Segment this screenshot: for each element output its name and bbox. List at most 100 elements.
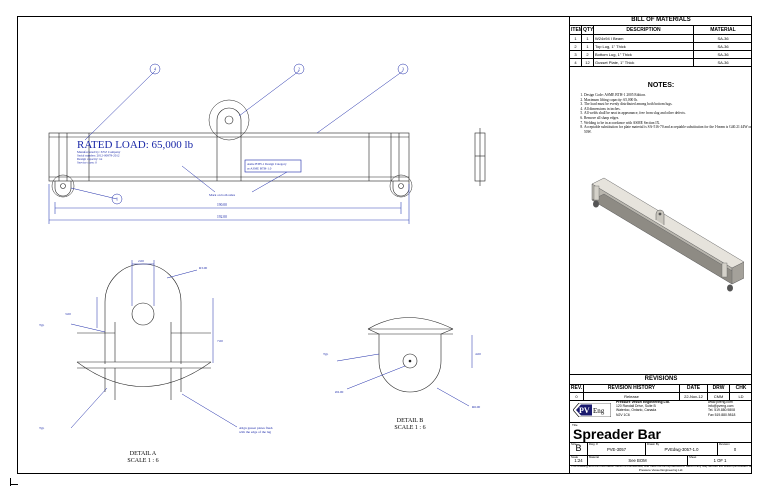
manufacturer-info: Manufactured by: XYZ Company Serial numb… [77, 150, 121, 165]
notes-list: Design Code: ASME BTH-1 2005 Edition. Ma… [570, 93, 752, 134]
bom-item: 1 [570, 35, 582, 42]
mfr-line: Service class: 0 [77, 161, 97, 165]
dimension-overall: 190.00 [217, 203, 227, 207]
rev-header: REVISION HISTORY [584, 385, 680, 392]
detail-a-dim: R3.00 [199, 266, 207, 270]
company-logo: PV Eng [573, 403, 611, 417]
mfr-line: Serial number: 2012-00878-2012 [77, 154, 120, 158]
contact-line: info@pveng.com [708, 404, 734, 409]
rev-drawn: CMM [708, 393, 730, 400]
detail-a-dim: 2.00 [138, 259, 144, 263]
address-line: Waterloo, Ontario, Canada [616, 408, 657, 413]
bom-material: SA-36 [717, 52, 729, 57]
detail-b-dim: 4.00 [475, 352, 481, 356]
contact-line: www.pveng.com [708, 400, 733, 404]
confidentiality-note: This drawing and the information herein … [570, 464, 752, 472]
company-block: PV Eng Pressure Vessel Engineering Ltd. … [570, 398, 752, 423]
bom-material: SA-36 [717, 36, 729, 41]
bom-desc: Gusset Plate, 1" Thick [594, 59, 694, 66]
company-name: Pressure Vessel Engineering Ltd. [616, 400, 670, 404]
bom-header-qty: QTY [583, 26, 594, 34]
revision-caption: Revision [719, 442, 730, 446]
material-cell: Material See BOM [588, 455, 688, 465]
bom-desc: Top Lug, 1" Thick [594, 43, 694, 50]
note-item: Maximum lifting capacity: 65,000 lb. [584, 98, 752, 103]
bom-desc: Bottom Lug, 1" Thick [594, 51, 694, 58]
bom-header-material: MATERIAL [710, 27, 736, 33]
scale-caption: Scale [571, 455, 578, 459]
detail-a-dim: 7.00 [217, 339, 223, 343]
typ-callout: Typ [39, 323, 45, 327]
mark-note: Mark on both sides [209, 193, 236, 197]
box-note-line: Asme BTH-1 Design Category [247, 162, 287, 166]
dwg-cell: Dwg. # PVE-3057 [588, 442, 646, 455]
scale-value: 1:24 [574, 458, 583, 463]
balloon-item-1 [111, 193, 123, 205]
material-value: See BOM [628, 458, 647, 463]
balloon-label: 2 [298, 67, 300, 72]
bom-qty: 12 [582, 59, 594, 66]
revisions-table: REVISIONS REV. REVISION HISTORY DATE DRW… [570, 374, 752, 401]
rev-header: REV. [570, 385, 584, 392]
notes-title: NOTES: [647, 82, 675, 89]
address-line: 120 Randall Drive, Suite B [616, 404, 656, 409]
revisions-title: REVISIONS [570, 374, 752, 385]
revision-value: 0 [733, 447, 737, 452]
detail-a-label: DETAIL A [130, 451, 157, 457]
bom-row: 3 2 Bottom Lug, 1" Thick SA-36 [570, 51, 752, 59]
rev-header: DATE [680, 385, 708, 392]
dwg-caption: Dwg. # [589, 442, 598, 446]
design-category-box [244, 159, 302, 173]
rev-date: 22-Nov-12 [680, 393, 708, 400]
scale-cell: Scale 1:24 [570, 455, 588, 465]
bottom-lug-left [54, 181, 72, 197]
note-item: Acceptable substitution for plate materi… [584, 125, 752, 134]
typ-callout: Typ [39, 426, 45, 430]
rev-checked: LD [738, 394, 744, 399]
balloon-label: 1 [116, 197, 118, 202]
revisions-header-row: REV. REVISION HISTORY DATE DRW CHK [570, 385, 752, 393]
bom-qty: 1 [582, 43, 594, 50]
detail-b-dim: R6.00 [472, 405, 480, 409]
balloon-item-4 [149, 63, 161, 75]
rev-header: CHK [735, 385, 747, 391]
revision-row: 0 Release 22-Nov-12 CMM LD [570, 393, 752, 401]
note-item: All welds shall be neat in appearance, f… [584, 111, 752, 116]
note-item: Design Code: ASME BTH-1 2005 Edition. [584, 93, 752, 98]
info-row-2: Scale 1:24 Material See BOM Sheet 1 OF 1 [570, 455, 752, 466]
material-caption: Material [589, 455, 599, 459]
bom-header-item: ITEM [571, 26, 582, 34]
typ-callout: Typ [323, 352, 329, 356]
detail-a-scale: SCALE 1 : 6 [127, 458, 158, 464]
bom-title: BILL OF MATERIALS [570, 16, 752, 26]
rev-description: Release [584, 393, 680, 400]
bom-material: SA-36 [717, 60, 729, 65]
corner-mark [10, 478, 11, 486]
detail-b-view [367, 317, 454, 393]
bom-row: 4 12 Gusset Plate, 1" Thick SA-36 [570, 59, 752, 67]
dwg-value: PVE-3057 [606, 447, 627, 452]
detail-b-circle [389, 174, 413, 198]
bom-item: 3 [570, 51, 582, 58]
bom-header-description: DESCRIPTION [594, 26, 694, 34]
detail-a-circle [208, 99, 250, 141]
note-item: All dimensions in inches. [584, 107, 752, 112]
contact-line: Fax 519.880.9818 [708, 412, 736, 417]
detail-a-dim: 3.00 [65, 312, 71, 316]
bom-qty: 1 [582, 35, 594, 42]
top-lug [216, 107, 242, 133]
dimension-length: 192.00 [217, 215, 227, 219]
detail-a-view [76, 263, 212, 400]
bom-desc: W24x94 I Beam [594, 35, 694, 42]
drawn-caption: Drawn By [647, 442, 660, 446]
note-item: Welding to be in accordance with ASME Se… [584, 121, 752, 126]
bom-material: SA-36 [717, 44, 729, 49]
note-item: The load must be evenly distributed amon… [584, 102, 752, 107]
sheet-frame [17, 16, 752, 474]
bom-row: 2 1 Top Lug, 1" Thick SA-36 [570, 43, 752, 51]
detail-b-label: DETAIL B [397, 418, 423, 424]
detail-b-dim: Ø2.00 [335, 390, 344, 394]
note-item: Remove all sharp edges. [584, 116, 752, 121]
drawing-title: Spreader Bar [573, 426, 661, 442]
gusset-note-line: with the edge of the lug [239, 430, 271, 434]
